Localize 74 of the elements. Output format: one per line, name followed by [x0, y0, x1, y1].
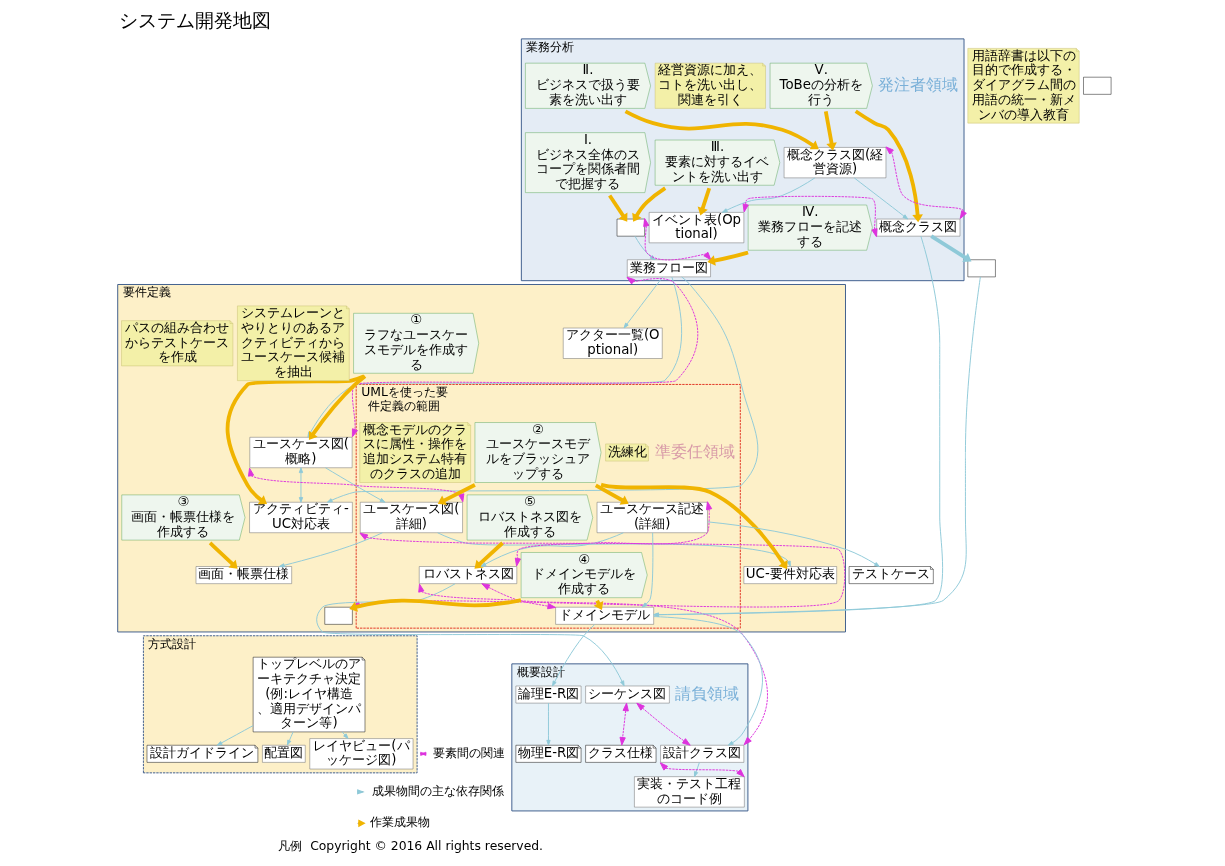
node-box: 論理E-R図 — [515, 685, 582, 704]
node-box: 実装・テスト工程のコード例 — [634, 776, 745, 808]
arrow — [437, 483, 476, 506]
node-box: 画面・帳票仕様 — [195, 566, 292, 584]
arrow — [546, 702, 551, 746]
label: 準委任領域 — [654, 441, 735, 461]
arrow — [608, 194, 628, 222]
label: 発注者領域 — [878, 74, 959, 94]
node-box — [1083, 76, 1112, 95]
arrow — [480, 532, 624, 567]
arrow — [885, 146, 967, 220]
node-box: シーケンス図 — [585, 685, 670, 704]
label: 請負領域 — [675, 683, 740, 703]
diagram-title: システム開発地図 — [119, 9, 272, 32]
arrow — [325, 467, 386, 503]
node-box: イベント表(Optional) — [648, 212, 745, 244]
arrow — [594, 483, 629, 505]
node-box: 設計クラス図 — [660, 745, 745, 763]
arrow — [619, 702, 629, 746]
arrow — [659, 762, 745, 778]
node-box: ユースケース図(概略) — [249, 437, 353, 468]
label: Copyright © 2016 All rights reserved. — [310, 839, 544, 854]
arrow — [707, 521, 880, 567]
arrow — [854, 109, 923, 223]
node-box: 概念クラス図(経営資源) — [783, 147, 887, 179]
arrow — [721, 177, 816, 213]
arrow — [225, 374, 365, 505]
node-box — [967, 259, 996, 278]
arrow — [641, 532, 654, 608]
arrow — [707, 250, 749, 266]
arrow — [930, 234, 972, 262]
arrow — [247, 467, 465, 503]
node-box — [616, 218, 645, 237]
arrow — [742, 195, 878, 238]
node-box: アクティビティ-UC対応表 — [249, 502, 353, 533]
arrow — [298, 467, 304, 503]
arrow — [286, 731, 294, 746]
arrow — [653, 616, 763, 746]
arrow — [623, 276, 664, 329]
arrow — [278, 532, 383, 568]
arrow — [600, 482, 788, 570]
node-box: 業務フロー図 — [627, 259, 711, 278]
legend-label: 要素間の関連 — [432, 745, 505, 760]
node-box: ユースケース記述(詳細) — [596, 502, 708, 533]
legend-label: 作業成果物 — [369, 815, 430, 830]
arrow — [694, 762, 700, 778]
arrow — [853, 177, 909, 220]
arrow — [643, 218, 712, 261]
arrow — [474, 541, 504, 569]
arrow — [632, 186, 667, 222]
arrow — [316, 583, 625, 687]
arrow — [653, 235, 944, 617]
node-box: レイヤビュー(パッケージ図) — [309, 738, 414, 770]
arrow — [552, 624, 596, 687]
node-box: ロバストネス図 — [419, 566, 518, 584]
node-box: UC-要件対応表 — [743, 566, 837, 584]
arrow — [216, 725, 254, 746]
arrow — [823, 110, 837, 151]
arrow — [437, 532, 791, 567]
node-box: アクター一覧(Optional) — [563, 327, 663, 359]
legend-label: 成果物間の主な依存関係 — [371, 783, 504, 798]
arrow — [634, 235, 656, 261]
node-box: ドメインモデル — [555, 606, 654, 625]
node-box: 概念クラス図 — [876, 218, 961, 237]
arrow — [481, 583, 556, 610]
arrow — [653, 276, 981, 617]
arrow — [326, 276, 759, 503]
arrow — [697, 187, 712, 216]
arrow — [636, 702, 691, 746]
node-box — [324, 606, 353, 625]
label: 凡例 — [278, 839, 303, 854]
arrow — [418, 583, 768, 746]
arrow — [208, 541, 238, 569]
node-box: 配置図 — [262, 745, 306, 763]
